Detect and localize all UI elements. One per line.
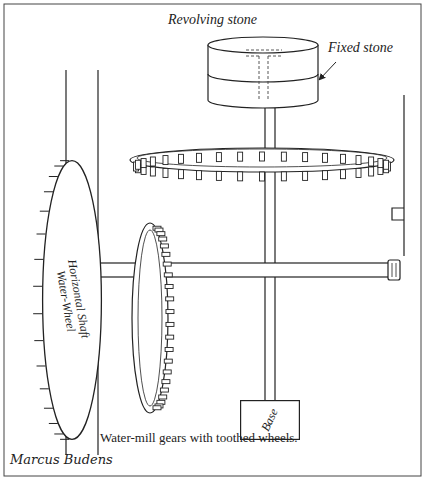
leader-arrow <box>319 62 336 80</box>
wheel-paddle <box>33 313 42 314</box>
wheel-paddle <box>49 423 58 424</box>
gear-tooth <box>160 388 168 392</box>
millstone-body <box>208 45 318 108</box>
wheel-paddle <box>40 388 49 389</box>
wheel-paddle <box>34 259 43 260</box>
horizontal-gear-rim <box>137 149 387 167</box>
water-wheel: Horizontal Shaft Water-Wheel <box>42 160 102 440</box>
gear-tooth <box>369 157 374 166</box>
gear-tooth <box>165 347 173 351</box>
wheel-paddle <box>54 433 63 434</box>
artist-signature: Marcus Budens <box>10 452 113 467</box>
wheel-paddle <box>44 191 53 192</box>
gear-tooth <box>260 172 265 181</box>
gear-tooth <box>166 322 174 326</box>
gear-tooth <box>153 406 161 410</box>
gear-tooth <box>238 152 243 161</box>
gear-tooth <box>197 153 202 162</box>
gear-tooth <box>150 167 155 176</box>
gear-tooth <box>160 244 168 248</box>
gear-tooth <box>179 154 184 163</box>
vertical-gear-teeth <box>153 226 174 410</box>
figure-caption: Water-mill gears with toothed wheels. <box>100 430 298 446</box>
wheel-ellipse <box>43 161 102 440</box>
gear-tooth <box>303 153 308 162</box>
gear-tooth <box>356 156 361 165</box>
gear-tooth <box>281 152 286 161</box>
gear-tooth <box>163 168 168 177</box>
gear-tooth <box>159 237 167 241</box>
gear-tooth <box>165 285 173 289</box>
wall-line <box>403 95 404 256</box>
gear-tooth <box>163 370 171 374</box>
gear-tooth <box>260 152 265 161</box>
gear-tooth <box>378 159 383 168</box>
wheel-paddle <box>33 286 42 287</box>
frame-border <box>4 4 421 476</box>
gear-tooth <box>216 171 221 180</box>
gear-tooth <box>157 232 165 236</box>
hidden-spindle <box>246 50 282 100</box>
part-label: Fixed stone <box>328 40 393 56</box>
gear-tooth <box>216 153 221 162</box>
cap-hatching <box>392 263 396 277</box>
gear-tooth <box>356 168 361 177</box>
stone-seam <box>208 74 318 82</box>
gear-tooth <box>303 171 308 180</box>
wheel-paddle <box>34 340 43 341</box>
gear-tooth <box>179 170 184 179</box>
gear-tooth <box>166 335 174 339</box>
vertical-shaft <box>265 100 275 402</box>
gear-tooth <box>238 172 243 181</box>
gear-tooth <box>164 273 172 277</box>
wheel-paddle <box>37 234 46 235</box>
gear-tooth <box>162 252 170 256</box>
gear-tooth <box>159 395 167 399</box>
gear-tooth <box>150 157 155 166</box>
gear-tooth <box>281 172 286 181</box>
gear-tooth <box>340 154 345 163</box>
gear-tooth <box>163 262 171 266</box>
gear-tooth <box>384 160 389 169</box>
gear-tooth <box>340 170 345 179</box>
vertical-gear-rim <box>138 230 162 406</box>
horizontal-gear-teeth <box>134 152 391 181</box>
wheel-paddle <box>60 439 69 440</box>
horizontal-gear-wheel <box>130 148 394 172</box>
gear-tooth <box>166 310 174 314</box>
gear-tooth <box>323 171 328 180</box>
gear-tooth <box>369 167 374 176</box>
gear-tooth <box>197 171 202 180</box>
gear-tooth <box>135 160 140 169</box>
wheel-paddle <box>60 160 69 161</box>
gear-tooth <box>162 380 170 384</box>
gear-tooth <box>164 359 172 363</box>
wheel-paddle <box>44 408 53 409</box>
wall-bracket <box>392 208 404 220</box>
gear-tooth <box>323 153 328 162</box>
gear-tooth <box>163 156 168 165</box>
shaft-end-cap <box>388 260 400 280</box>
gear-tooth <box>166 297 174 301</box>
part-label: Revolving stone <box>168 12 257 28</box>
wheel-paddle <box>49 176 58 177</box>
revolving-stone-top <box>208 37 318 53</box>
wheel-paddle <box>54 166 63 167</box>
wheel-paddle <box>37 365 46 366</box>
vertical-gear-wheel <box>132 223 168 413</box>
gear-tooth <box>141 159 146 168</box>
wheel-paddle <box>40 211 49 212</box>
